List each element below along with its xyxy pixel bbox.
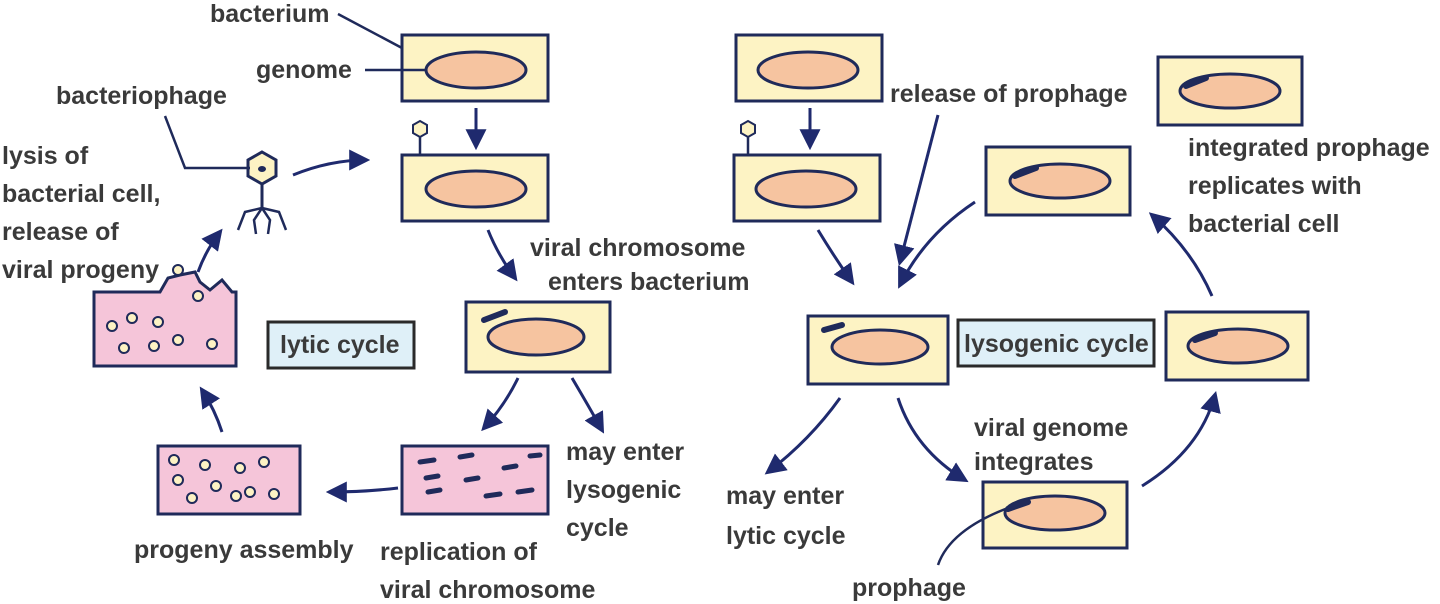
- label-may-enter-lytic-2: lytic cycle: [726, 522, 846, 550]
- central-lysogenic-cell: [806, 314, 950, 386]
- arrow-enter: [486, 229, 518, 282]
- label-integrated-2: replicates with: [1188, 172, 1362, 200]
- label-lysogenic-cycle: lysogenic cycle: [964, 330, 1149, 358]
- bacteriophage-icon: [236, 150, 288, 235]
- arrow-to-lytic: [764, 397, 842, 475]
- label-integrates-2: integrates: [974, 448, 1093, 476]
- lytic-cycle-box: [266, 320, 416, 370]
- arrow-to-integrate: [896, 397, 969, 483]
- label-viral-enters-2: enters bacterium: [548, 268, 749, 296]
- arrow-to-right-cell: [1141, 390, 1221, 488]
- label-genome: genome: [256, 56, 352, 84]
- lysogenic-bacterium-cell: [734, 33, 884, 103]
- infected-cell: [464, 300, 612, 374]
- arrow-from-replicating: [898, 200, 976, 289]
- label-viral-enters-1: viral chromosome: [530, 234, 745, 262]
- bacterium-cell: [400, 33, 550, 103]
- label-may-enter-lysogenic-2: lysogenic: [566, 476, 681, 504]
- progeny-assembly-cell: [156, 444, 302, 516]
- arrow-to-central: [816, 229, 855, 286]
- arrow-phage-to-cell: [292, 149, 371, 177]
- bacterium-leader-line: [337, 12, 403, 50]
- label-may-enter-lysogenic-3: cycle: [566, 514, 629, 542]
- label-replication-2: viral chromosome: [380, 576, 595, 604]
- label-lytic-cycle: lytic cycle: [280, 331, 400, 359]
- right-lysogenic-cell: [1164, 310, 1310, 382]
- label-bacterium: bacterium: [210, 0, 329, 28]
- label-lysis-4: viral progeny: [2, 256, 159, 284]
- small-phage-icon-2: [740, 119, 756, 155]
- arrow-to-top-right: [1148, 212, 1214, 297]
- label-prophage: prophage: [852, 574, 966, 602]
- label-lysis-1: lysis of: [2, 142, 89, 170]
- arrow-to-assembly: [325, 481, 399, 503]
- arrow-to-replication: [481, 377, 520, 432]
- label-integrated-3: bacterial cell: [1188, 210, 1339, 238]
- lysogenic-cycle-box: [956, 318, 1156, 368]
- label-lysis-3: release of: [2, 218, 119, 246]
- label-lysis-2: bacterial cell,: [2, 180, 160, 208]
- lysing-cell: [92, 264, 238, 368]
- replicating-prophage-cell: [984, 145, 1132, 217]
- label-may-enter-lytic-1: may enter: [726, 482, 844, 510]
- label-release-prophage: release of prophage: [890, 80, 1128, 108]
- bacteriophage-leader-line: [163, 115, 250, 170]
- label-integrated-1: integrated prophage: [1188, 134, 1430, 162]
- label-replication-1: replication of: [380, 538, 538, 566]
- arrow-to-lysis: [199, 386, 224, 433]
- top-right-cell: [1156, 55, 1304, 127]
- arrow-to-lysogenic: [570, 377, 605, 434]
- genome-ellipse: [424, 50, 528, 90]
- label-progeny-assembly: progeny assembly: [134, 536, 354, 564]
- label-integrates-1: viral genome: [974, 414, 1128, 442]
- integrated-prophage-cell: [981, 480, 1129, 550]
- prophage-leader-line: [936, 506, 1009, 566]
- arrow-release-prophage: [894, 114, 940, 267]
- replication-cell: [400, 444, 550, 516]
- label-bacteriophage: bacteriophage: [56, 82, 227, 110]
- label-may-enter-lysogenic-1: may enter: [566, 438, 684, 466]
- phage-attached-cell: [400, 119, 550, 223]
- small-phage-icon: [412, 119, 428, 155]
- lysogenic-attached-cell: [732, 119, 882, 223]
- arrow-lysis-to-phage: [196, 228, 223, 273]
